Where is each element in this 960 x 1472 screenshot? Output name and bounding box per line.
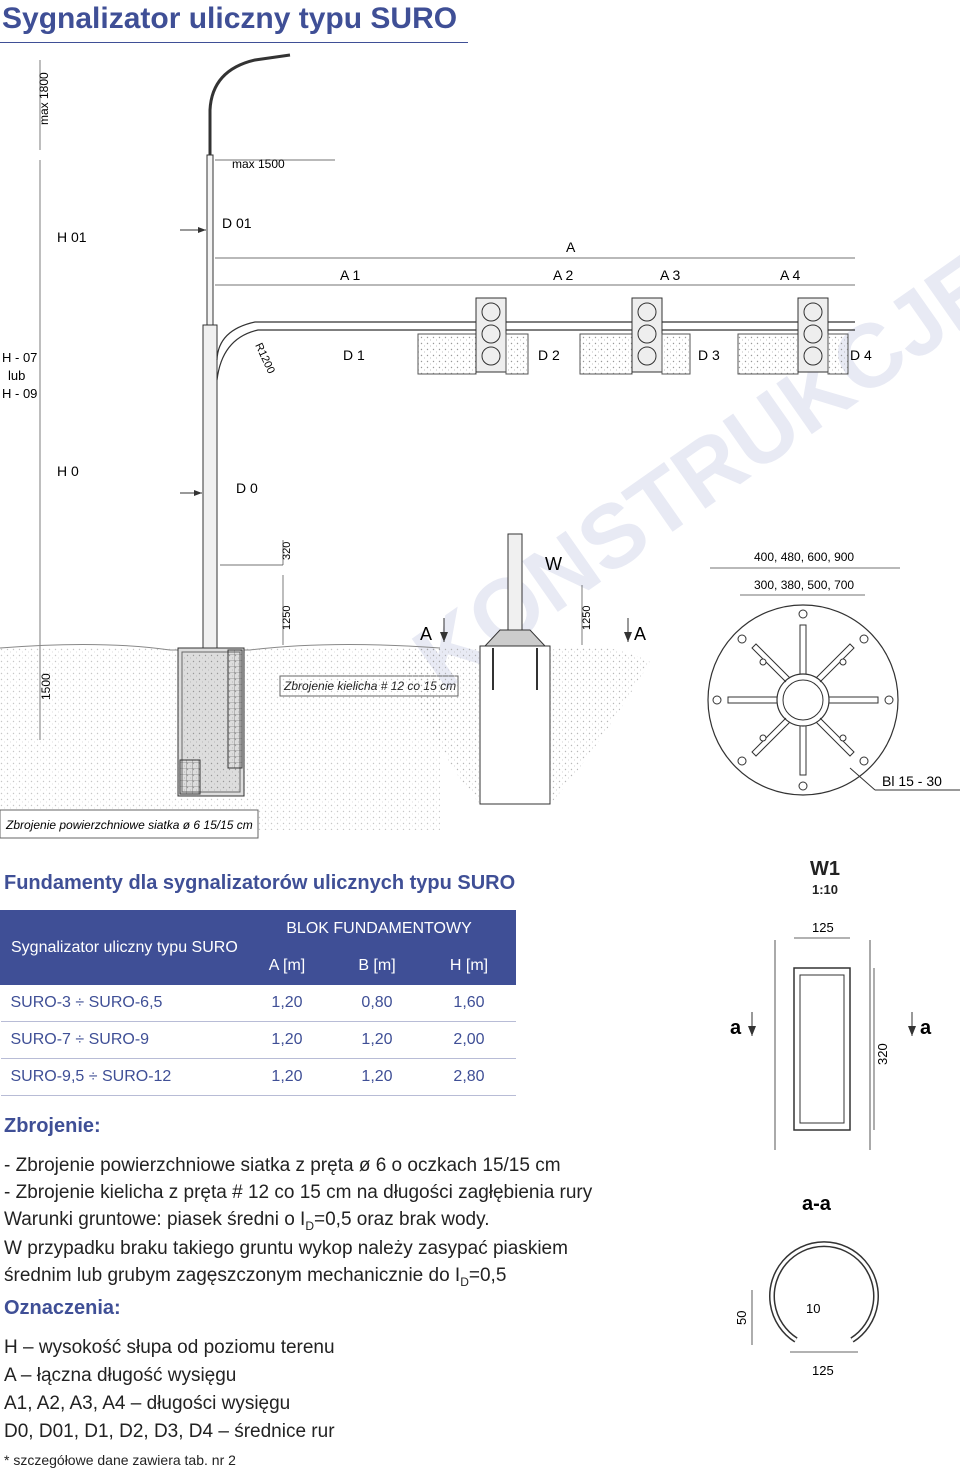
dim-1250-left: 1250 <box>281 606 293 630</box>
col-h: H [m] <box>421 947 517 985</box>
section-a-left: A <box>420 624 432 644</box>
dim-320-detail: 320 <box>875 1043 890 1065</box>
label-a3: A 3 <box>660 267 680 283</box>
watermark: KONSTRUKCJE STALOWE <box>396 44 960 709</box>
zbrojenie-line-5: średnim lub grubym zagęszczonym mechanic… <box>4 1265 507 1289</box>
section-a-right: A <box>634 624 646 644</box>
label-zbrojenie-pow: Zbrojenie powierzchniowe siatka ø 6 15/1… <box>5 818 253 832</box>
foundation-table: Sygnalizator uliczny typu SURO BLOK FUND… <box>0 910 517 1096</box>
label-h0: H 0 <box>57 463 79 479</box>
dim-10: 10 <box>806 1301 820 1316</box>
dim-max-1500: max 1500 <box>232 157 285 171</box>
label-d01: D 01 <box>222 215 252 231</box>
label-a1: A 1 <box>340 267 360 283</box>
zbrojenie-line-4: W przypadku braku takiego gruntu wykop n… <box>4 1238 568 1259</box>
table-row: SURO-3 ÷ SURO-6,5 1,20 0,80 1,60 <box>0 984 516 1022</box>
dim-50: 50 <box>734 1311 749 1325</box>
label-h01: H 01 <box>57 229 87 245</box>
dim-max-1800: max 1800 <box>37 72 51 125</box>
zbrojenie-line-1: - Zbrojenie powierzchniowe siatka z pręt… <box>4 1155 561 1176</box>
label-a4: A 4 <box>780 267 800 283</box>
section-a-left-mark: a <box>730 1017 742 1039</box>
oznaczenia-a-list: A1, A2, A3, A4 – długości wysięgu <box>4 1393 291 1414</box>
signal-head-3 <box>737 297 849 375</box>
page-title: Sygnalizator uliczny typu SURO <box>2 2 458 35</box>
detail-w1-scale: 1:10 <box>811 882 839 897</box>
label-d2: D 2 <box>538 347 560 363</box>
signal-head-2 <box>579 297 691 375</box>
dim-125-bottom: 125 <box>812 1363 834 1378</box>
oznaczenia-title: Oznaczenia: <box>4 1297 121 1319</box>
label-d3: D 3 <box>698 347 720 363</box>
flange-inner-diameters: 300, 380, 500, 700 <box>754 578 854 592</box>
zbrojenie-line-2: - Zbrojenie kielicha z pręta # 12 co 15 … <box>4 1182 593 1203</box>
label-lub: lub <box>8 368 25 383</box>
section-aa-title: a-a <box>802 1193 832 1215</box>
col-b: B [m] <box>331 947 423 985</box>
footnote: * szczegółowe dane zawiera tab. nr 2 <box>4 1452 236 1468</box>
fundamenty-title: Fundamenty dla sygnalizatorów ulicznych … <box>4 872 516 894</box>
label-h-07: H - 07 <box>2 350 37 365</box>
label-d4: D 4 <box>850 347 872 363</box>
title-underline <box>0 42 468 43</box>
pole-drawing: KONSTRUKCJE STALOWE max 1800 1500 H 01 H… <box>0 44 960 839</box>
oznaczenia-h: H – wysokość słupa od poziomu terenu <box>4 1337 335 1358</box>
flange-plate <box>707 604 899 796</box>
w1-detail-drawing: 125 a a 320 a-a 50 10 125 <box>730 920 932 1378</box>
label-a2: A 2 <box>553 267 573 283</box>
label-h-09: H - 09 <box>2 386 37 401</box>
table-row: SURO-7 ÷ SURO-9 1,20 1,20 2,00 <box>0 1021 516 1059</box>
label-bl: Bl 15 - 30 <box>882 773 942 789</box>
dim-320: 320 <box>281 542 293 560</box>
col-sygnalizator: Sygnalizator uliczny typu SURO <box>0 910 243 985</box>
signal-head-1 <box>417 297 529 375</box>
section-a-right-mark: a <box>920 1017 932 1039</box>
col-blok: BLOK FUNDAMENTOWY <box>242 910 516 948</box>
oznaczenia-a: A – łączna długość wysięgu <box>4 1365 237 1386</box>
col-a: A [m] <box>242 947 332 985</box>
label-d1: D 1 <box>343 347 365 363</box>
label-d0: D 0 <box>236 480 258 496</box>
label-w: W <box>545 554 562 574</box>
table-row: SURO-9,5 ÷ SURO-12 1,20 1,20 2,80 <box>0 1058 516 1096</box>
zbrojenie-line-3: Warunki gruntowe: piasek średni o ID=0,5… <box>4 1209 490 1233</box>
dim-125-top: 125 <box>812 920 834 935</box>
detail-w1-title: W1 <box>810 858 840 880</box>
label-r1200: R1200 <box>252 341 277 375</box>
zbrojenie-title: Zbrojenie: <box>4 1115 101 1137</box>
oznaczenia-d-list: D0, D01, D1, D2, D3, D4 – średnice rur <box>4 1421 335 1442</box>
label-a: A <box>566 239 576 255</box>
flange-outer-diameters: 400, 480, 600, 900 <box>754 550 854 564</box>
dim-1250-right: 1250 <box>581 606 593 630</box>
